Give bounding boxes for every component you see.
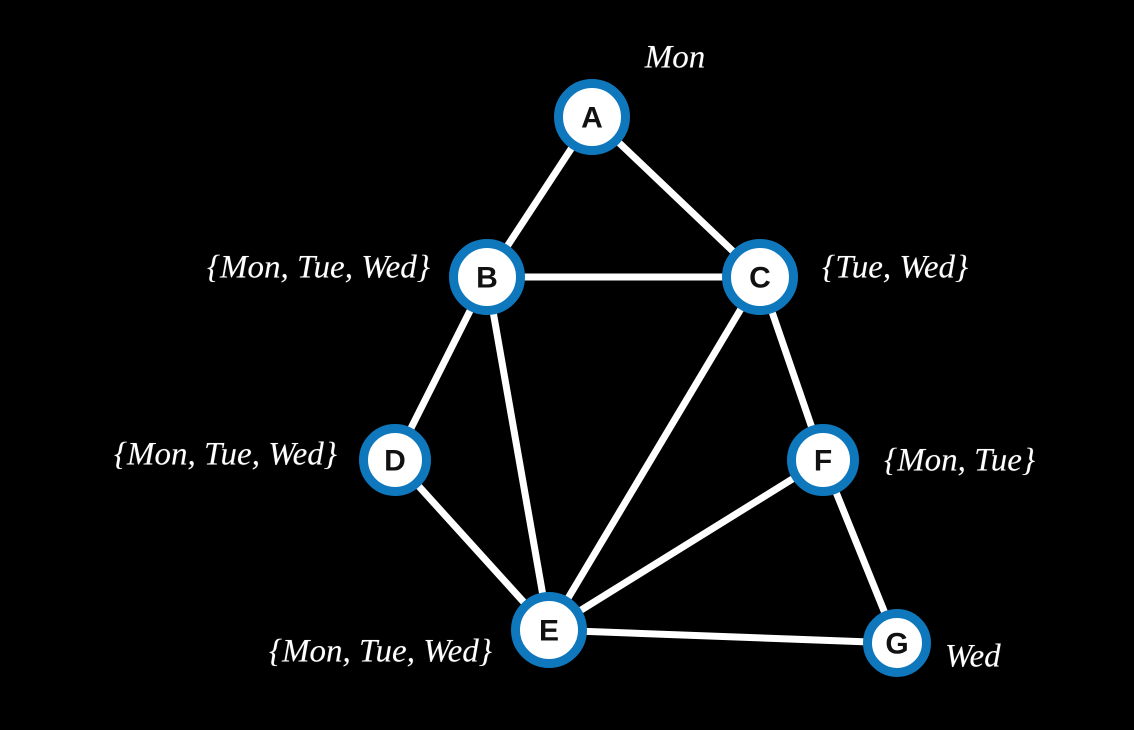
edge-d-e — [391, 456, 553, 634]
node-circle-b — [449, 239, 525, 315]
domain-label-g: Wed — [945, 638, 1001, 675]
edge-c-e — [545, 273, 764, 634]
domain-label-a: Mon — [644, 39, 706, 76]
edges-layer — [391, 113, 901, 647]
edge-e-g — [545, 626, 901, 647]
node-circle-d — [359, 424, 431, 496]
node-circle-g — [863, 609, 931, 677]
domain-label-e: {Mon, Tue, Wed} — [268, 633, 492, 670]
node-circle-c — [722, 239, 798, 315]
node-label-d: D — [384, 445, 406, 478]
node-label-e: E — [539, 615, 559, 648]
node-label-a: A — [581, 102, 603, 135]
domain-label-b: {Mon, Tue, Wed} — [206, 249, 430, 286]
node-d[interactable]: D — [359, 424, 431, 496]
domain-label-f: {Mon, Tue} — [884, 442, 1036, 479]
node-label-c: C — [749, 262, 771, 295]
domain-label-c: {Tue, Wed} — [822, 249, 969, 286]
node-c[interactable]: C — [722, 239, 798, 315]
node-circle-a — [554, 79, 630, 155]
node-circle-e — [511, 592, 587, 668]
node-b[interactable]: B — [449, 239, 525, 315]
domain-label-d: {Mon, Tue, Wed} — [113, 436, 337, 473]
edge-b-e — [483, 273, 553, 634]
node-f[interactable]: F — [787, 424, 859, 496]
edge-e-f — [545, 456, 827, 634]
edge-a-c — [588, 113, 764, 281]
node-g[interactable]: G — [863, 609, 931, 677]
node-a[interactable]: A — [554, 79, 630, 155]
node-label-g: G — [885, 628, 908, 661]
node-label-b: B — [476, 262, 498, 295]
node-label-f: F — [814, 445, 832, 478]
nodes-layer: A B C D E F G — [359, 79, 931, 677]
node-e[interactable]: E — [511, 592, 587, 668]
node-circle-f — [787, 424, 859, 496]
